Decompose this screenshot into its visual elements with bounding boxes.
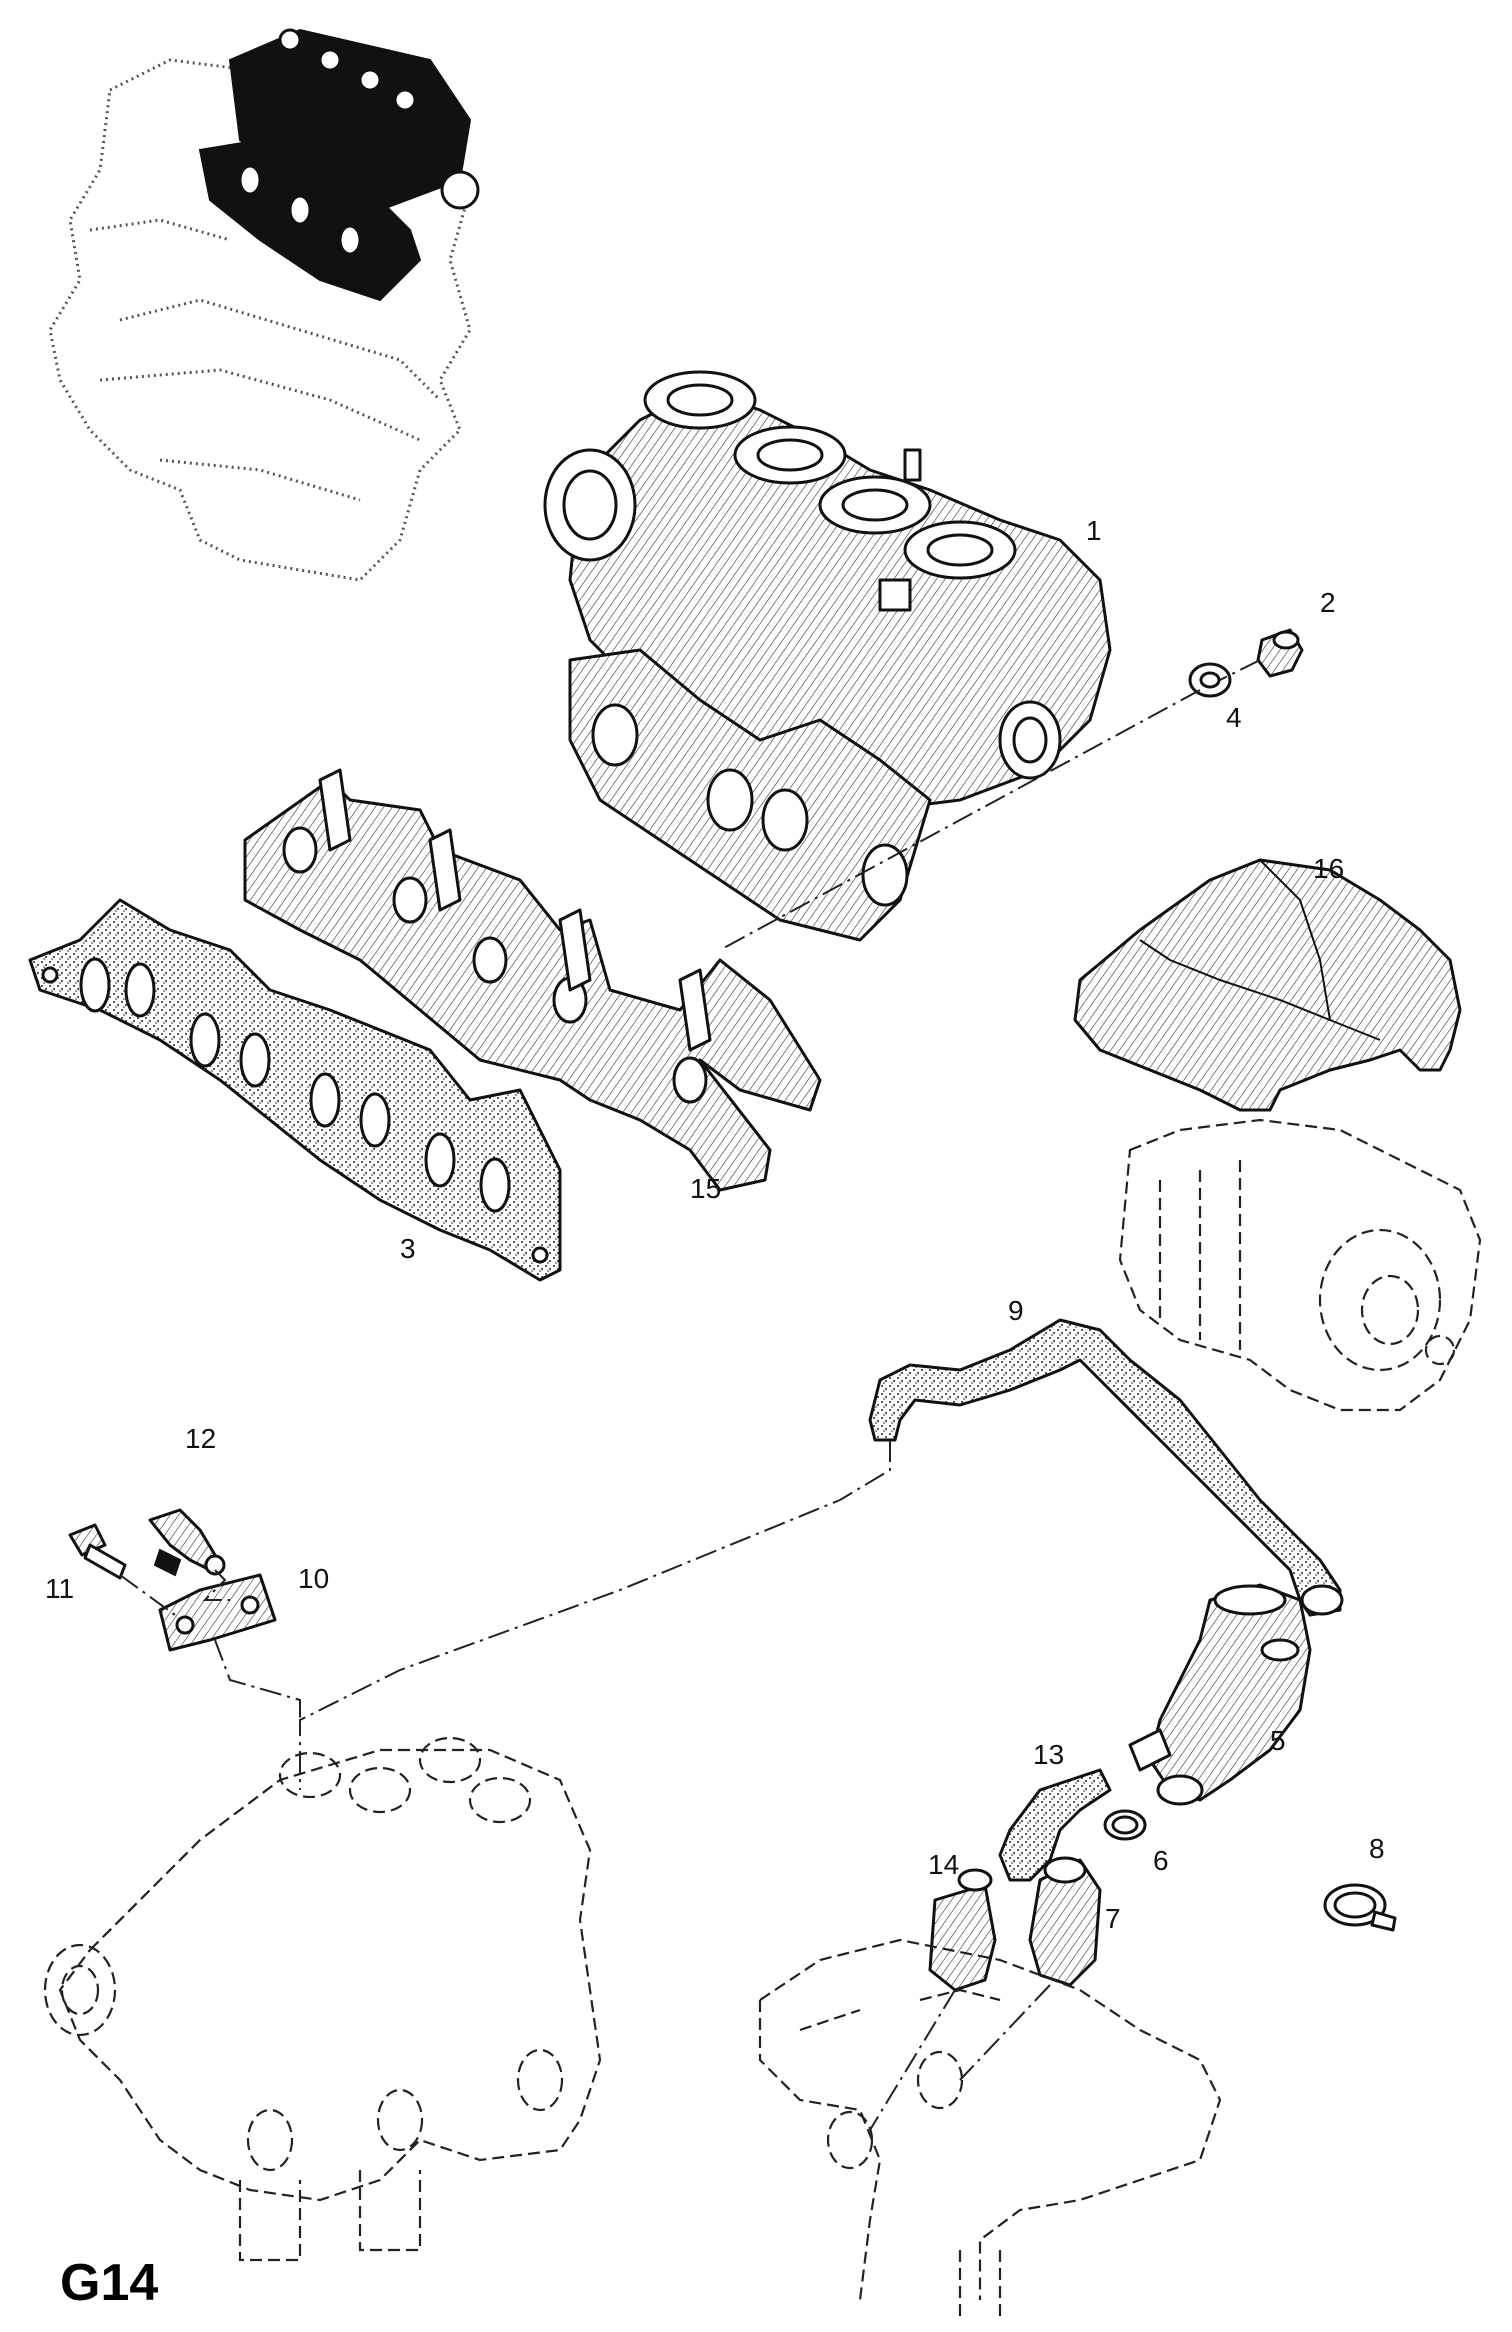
leader-7-to-block [959,1984,1051,2081]
engine-block-outline [758,1938,1222,2320]
callout-9: 9 [1008,1295,1024,1326]
leader-10-to-manifold [214,1639,301,1720]
callout-1: 1 [1086,515,1102,546]
part-15-exhaust-manifold [243,768,822,1192]
gasket-ports [79,957,511,1213]
callout-14: 14 [928,1849,959,1880]
part-7-fitting [1028,1856,1102,1987]
locator-engine-thumbnail [48,28,480,582]
leader-12-to-bracket [202,1569,230,1601]
callout-7: 7 [1105,1903,1121,1934]
callout-4: 4 [1226,702,1242,733]
leader-11-to-bracket [119,1574,176,1616]
part-16-heat-shield [1073,858,1462,1112]
part-6-o-ring [1103,1809,1147,1841]
alternator-outline [1118,1118,1482,1412]
leader-9-to-manifold [299,1440,891,1790]
callout-16: 16 [1313,853,1344,884]
part-12-sensor [148,1508,226,1577]
part-4-washer [1188,662,1232,698]
callout-11: 11 [45,1573,74,1604]
leader-14-to-block [869,1989,956,2131]
callout-15: 15 [690,1173,721,1204]
manifold-ports [643,370,1017,580]
leader-2-4-to-manifold [719,659,1261,951]
callout-8: 8 [1369,1833,1385,1864]
callout-labels: 1 2 3 4 5 6 7 8 9 10 11 12 13 14 15 16 [45,515,1385,1934]
callout-12: 12 [185,1423,216,1454]
highlighted-manifold-icon [198,28,480,302]
part-11-bolt [68,1523,127,1580]
part-8-hose-clamp [1323,1883,1397,1932]
part-9-breather-hose [868,1318,1344,1617]
callout-10: 10 [298,1563,329,1594]
part-2-plug [1256,628,1304,678]
part-14-fitting [928,1868,997,1992]
callout-6: 6 [1153,1845,1169,1876]
callout-3: 3 [400,1233,416,1264]
part-5-oil-separator [1128,1583,1312,1806]
part-3-gasket [28,898,562,1282]
part-13-hose [998,1768,1112,1882]
page-code-label: G14 [60,2254,158,2312]
installed-manifold-outline [43,1736,602,2262]
callout-5: 5 [1270,1725,1286,1756]
callout-13: 13 [1033,1739,1064,1770]
part-1-manifold [543,370,1112,942]
callout-2: 2 [1320,587,1336,618]
part-10-bracket [158,1573,277,1652]
